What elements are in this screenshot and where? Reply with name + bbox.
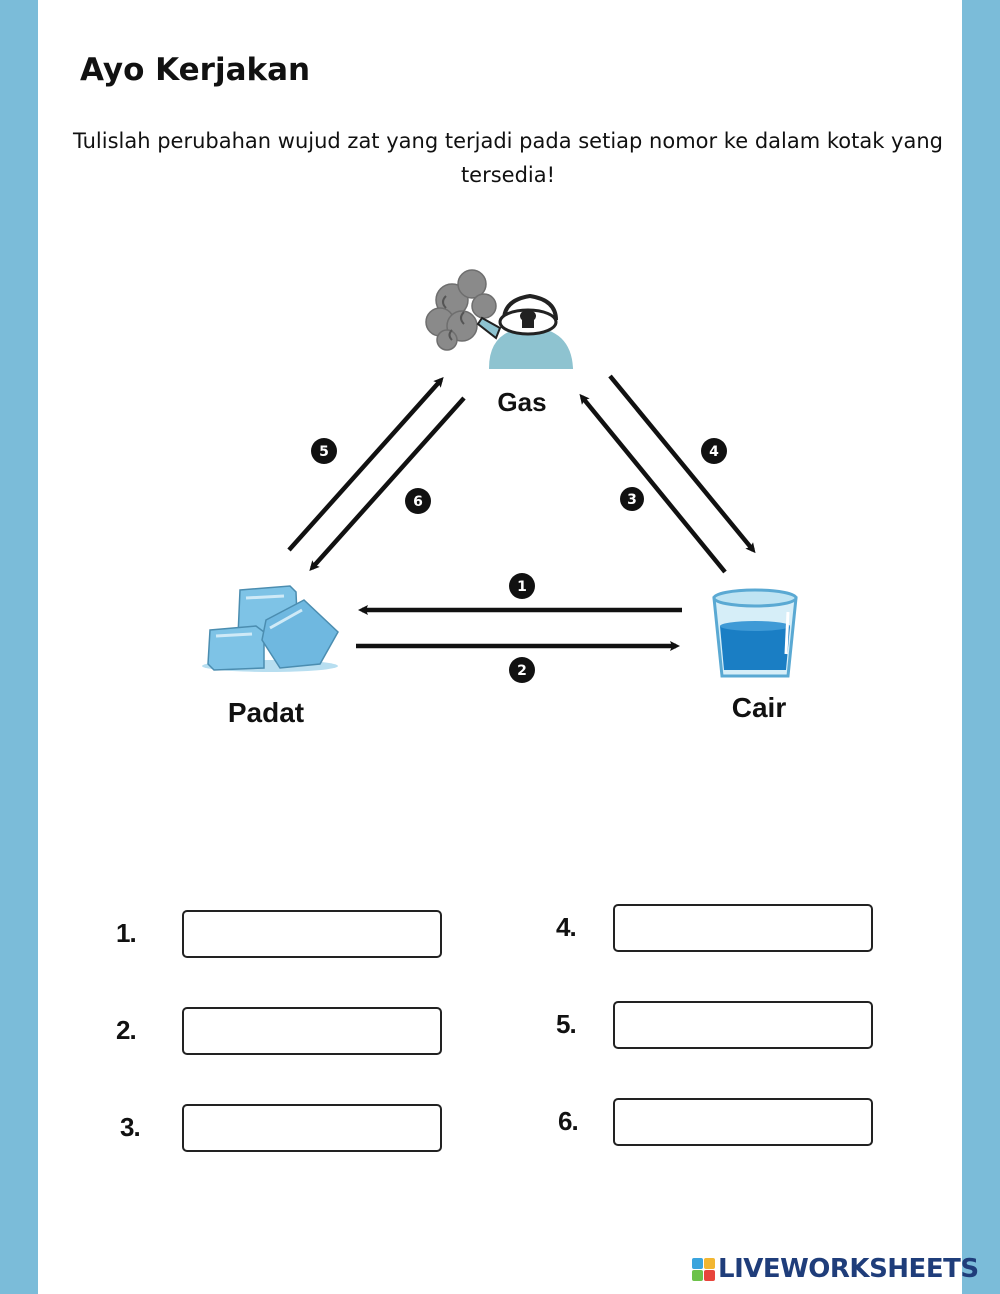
ice-cubes-icon xyxy=(202,586,338,672)
answer-label-6: 6. xyxy=(558,1106,578,1137)
answer-input-6[interactable] xyxy=(613,1098,873,1146)
liquid-label: Cair xyxy=(732,692,787,723)
solid-label: Padat xyxy=(228,697,304,728)
svg-text:5: 5 xyxy=(319,444,329,460)
arrow-number-4: 4 xyxy=(701,438,727,464)
arrow-6-gas-to-solid xyxy=(312,398,464,568)
arrow-4-gas-to-liquid xyxy=(610,376,753,550)
answer-input-1[interactable] xyxy=(182,910,442,958)
answer-input-2[interactable] xyxy=(182,1007,442,1055)
answer-input-4[interactable] xyxy=(613,904,873,952)
kettle-steam-icon xyxy=(426,270,572,368)
gas-label: Gas xyxy=(497,387,546,417)
water-glass-icon xyxy=(714,590,796,676)
liveworksheets-brand-text: LIVEWORKSHEETS xyxy=(718,1254,979,1284)
answer-label-2: 2. xyxy=(116,1015,136,1046)
svg-text:6: 6 xyxy=(413,494,423,510)
svg-text:2: 2 xyxy=(517,663,527,679)
liveworksheets-logo: LIVEWORKSHEETS xyxy=(692,1254,979,1284)
svg-text:3: 3 xyxy=(627,492,637,508)
arrow-3-liquid-to-gas xyxy=(582,397,725,572)
answer-label-1: 1. xyxy=(116,918,136,949)
arrow-number-5: 5 xyxy=(311,438,337,464)
svg-text:1: 1 xyxy=(517,579,527,595)
arrow-5-solid-to-gas xyxy=(289,380,441,550)
svg-text:4: 4 xyxy=(709,444,719,460)
answer-label-3: 3. xyxy=(120,1112,140,1143)
answer-input-3[interactable] xyxy=(182,1104,442,1152)
liveworksheets-logo-icon xyxy=(692,1258,715,1281)
arrow-number-1: 1 xyxy=(509,573,535,599)
arrow-number-3: 3 xyxy=(620,487,644,511)
arrow-number-6: 6 xyxy=(405,488,431,514)
answer-label-4: 4. xyxy=(556,912,576,943)
arrow-number-2: 2 xyxy=(509,657,535,683)
answer-input-5[interactable] xyxy=(613,1001,873,1049)
answer-label-5: 5. xyxy=(556,1009,576,1040)
